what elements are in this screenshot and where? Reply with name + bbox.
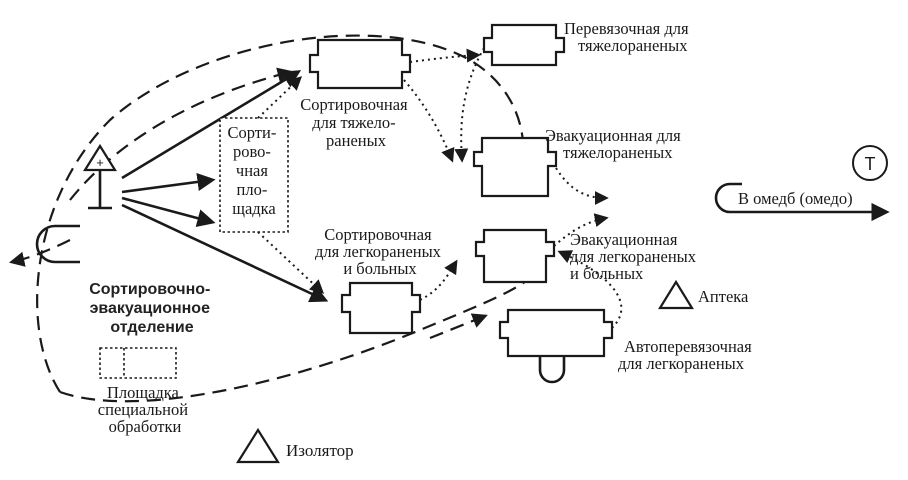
dotted-area-to-sort-light — [257, 231, 325, 294]
auto-dressing-tent — [498, 308, 614, 384]
dotted-dressing-down — [454, 47, 485, 163]
outer-dashed-route — [36, 34, 525, 393]
evac-heavy-label: Эвакуационная для тяжелораненых — [545, 126, 685, 162]
t-marker-circle — [852, 145, 888, 181]
dressing-heavy-tent — [482, 23, 566, 67]
arrow-post-to-sort-area-2 — [121, 196, 216, 228]
isolator-label: Изолятор — [286, 441, 354, 460]
arrow-post-to-sort-area — [121, 172, 216, 194]
evac-light-tent — [474, 228, 556, 284]
isolator-triangle-icon — [236, 427, 280, 464]
t-marker-label: Т — [865, 154, 876, 174]
dotted-evac-heavy-out — [555, 167, 609, 205]
entrance-arc-icon — [35, 224, 80, 264]
pharmacy-label: Аптека — [698, 287, 749, 306]
sort-light-label: Сортировочная для легкораненых и больных — [315, 225, 445, 278]
evac-light-label: Эвакуационная для легкораненых и больных — [570, 230, 700, 283]
dashed-to-auto-dressing — [429, 313, 488, 340]
dotted-sort-to-dressing — [409, 48, 481, 63]
arrow-post-to-sort-heavy — [121, 70, 302, 180]
sorting-post-icon: + — [83, 143, 117, 210]
unit-title: Сортировочно- эвакуационное отделение — [89, 281, 215, 336]
sorting-post-plus: + — [96, 155, 104, 170]
sorting-area-label: Сорти- рово- чная пло- щадка — [228, 123, 281, 218]
omedb-vehicle-arc-icon — [714, 182, 742, 214]
arrow-post-to-sort-light — [121, 203, 329, 303]
sorting-area-box — [219, 117, 289, 233]
dotted-area-to-sort-heavy — [257, 76, 303, 119]
dotted-sort-light-to-evac — [419, 259, 458, 301]
dotted-sort-to-evac-heavy — [403, 79, 455, 163]
dressing-heavy-label: Перевязочная для тяжелораненых — [564, 19, 693, 55]
dashed-arrow-to-sort-heavy — [69, 67, 293, 201]
sort-heavy-label: Сортировочная для тяжело- раненых — [300, 95, 412, 150]
evac-heavy-tent — [472, 136, 558, 198]
sort-light-tent — [340, 281, 422, 335]
pharmacy-triangle-icon — [658, 279, 694, 310]
lower-dashed-route — [59, 269, 541, 403]
omedb-label: В омедб (омедо) — [738, 189, 853, 208]
sort-heavy-tent — [308, 38, 412, 90]
dotted-evac-light-out — [553, 213, 609, 247]
special-area-label: Площадка специальной обработки — [98, 383, 192, 436]
auto-dressing-label: Автоперевязочная для легкораненых — [618, 337, 756, 373]
special-area-box — [99, 347, 177, 379]
